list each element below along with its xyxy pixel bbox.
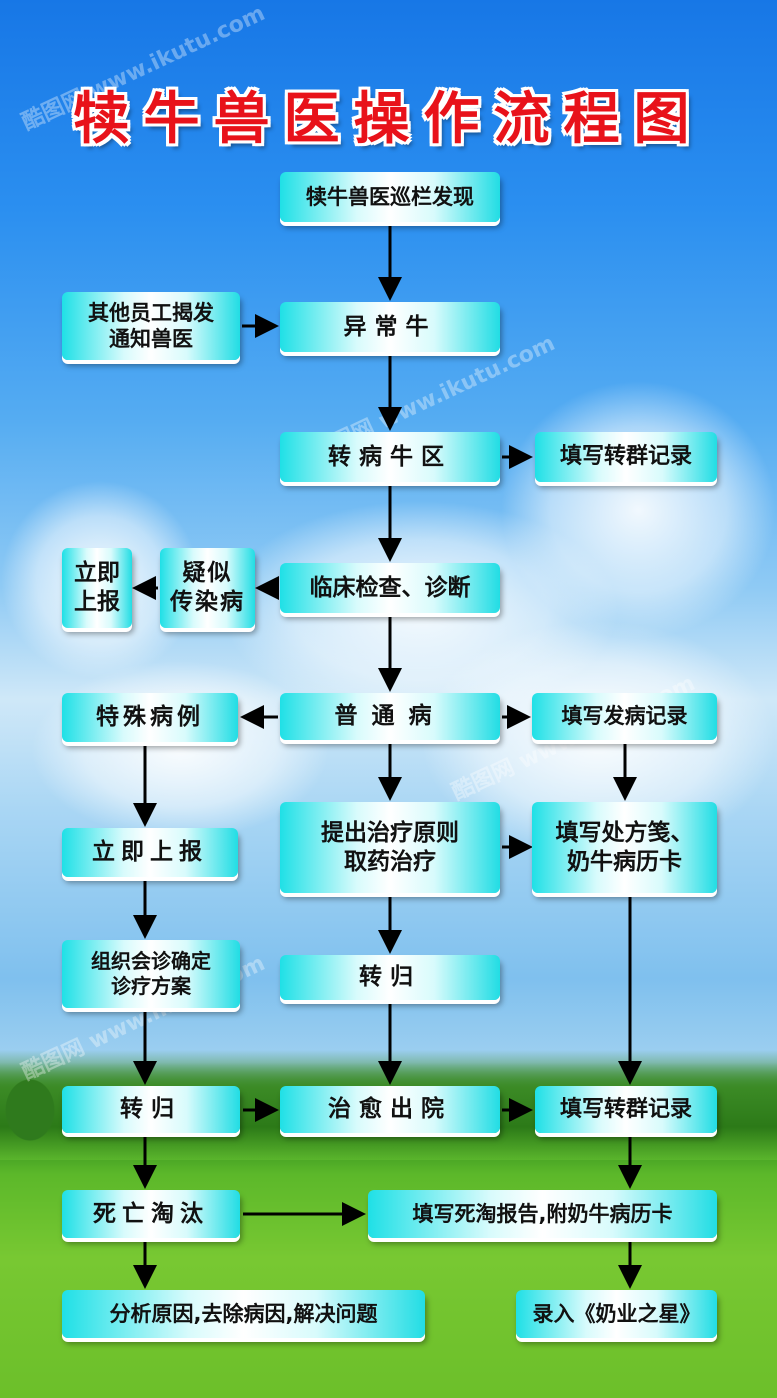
node-report-staff: 其他员工揭发 通知兽医 bbox=[62, 292, 240, 360]
node-abnormal: 异常牛 bbox=[280, 302, 500, 352]
cloud bbox=[500, 380, 777, 640]
page-title: 犊牛兽医操作流程图 bbox=[73, 86, 704, 152]
node-special: 特殊病例 bbox=[62, 693, 238, 742]
node-common: 普通病 bbox=[280, 693, 500, 740]
node-consult: 组织会诊确定 诊疗方案 bbox=[62, 940, 240, 1008]
node-transfer-record-2: 填写转群记录 bbox=[535, 1086, 717, 1133]
node-sick-area: 转病牛区 bbox=[280, 432, 500, 482]
node-transfer-record-1: 填写转群记录 bbox=[535, 432, 717, 482]
node-report-now-2: 立即上报 bbox=[62, 828, 238, 877]
node-prescription: 填写处方笺、 奶牛病历卡 bbox=[532, 802, 717, 893]
node-cured: 治愈出院 bbox=[280, 1086, 500, 1133]
node-outcome-center: 转归 bbox=[280, 955, 500, 1000]
node-suspect: 疑似 传染病 bbox=[160, 548, 255, 628]
node-enter-system: 录入《奶业之星》 bbox=[516, 1290, 717, 1338]
node-exam: 临床检查、诊断 bbox=[280, 563, 500, 613]
node-report-now-1: 立即 上报 bbox=[62, 548, 132, 628]
node-analysis: 分析原因,去除病因,解决问题 bbox=[62, 1290, 425, 1338]
node-patrol: 犊牛兽医巡栏发现 bbox=[280, 172, 500, 222]
node-death: 死亡淘汰 bbox=[62, 1190, 240, 1238]
node-death-report: 填写死淘报告,附奶牛病历卡 bbox=[368, 1190, 717, 1238]
node-illness-record: 填写发病记录 bbox=[532, 693, 717, 740]
node-treatment: 提出治疗原则 取药治疗 bbox=[280, 802, 500, 893]
node-outcome-left: 转归 bbox=[62, 1086, 240, 1133]
